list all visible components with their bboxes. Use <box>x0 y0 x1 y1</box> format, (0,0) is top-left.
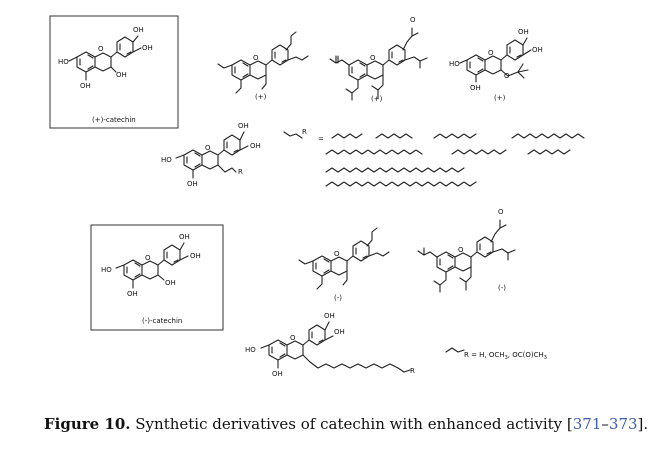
r-label: R <box>238 168 243 176</box>
minus-catechin-box <box>90 224 224 331</box>
oh-label: OH <box>133 26 144 34</box>
plus-label: (+) <box>255 93 267 101</box>
oh-label: OH <box>272 370 283 378</box>
oh-label: OH <box>80 82 91 90</box>
oh-label: OH <box>334 328 345 336</box>
minus-catechin-structure: HO OH O OH OH OH (-)-catechin <box>90 224 224 331</box>
o-label: O <box>370 54 376 62</box>
oh-label: OH <box>187 180 198 188</box>
plus-catechin-box <box>49 15 179 129</box>
minus-label: (-) <box>498 284 506 292</box>
caption-tail: ]. <box>637 415 649 433</box>
r-definition-text: R = H, OCH3, OC(O)CH3 <box>464 351 547 361</box>
r-substituent-chains: R = <box>283 128 585 187</box>
ho-label: HO <box>58 58 69 66</box>
plus-catechin-structure: HO OH O OH OH OH (+)-catechin <box>49 15 179 129</box>
o-label: O <box>498 208 504 216</box>
ref-dash: – <box>601 415 609 433</box>
acetylated-minus-derivative: O O (-) <box>417 208 516 293</box>
equals-label: = <box>318 135 324 143</box>
methylated-minus-derivative: O (-) <box>298 227 390 302</box>
o-label: O <box>458 246 464 254</box>
r-definition: R = H, OCH3, OC(O)CH3 <box>445 347 547 361</box>
oh-label: OH <box>324 312 335 320</box>
plus-catechin-label: (+)-catechin <box>92 116 136 124</box>
o-label: O <box>488 49 494 57</box>
caption-text: Synthetic derivatives of catechin with e… <box>130 415 573 433</box>
methylated-plus-derivative: O (+) <box>217 31 309 101</box>
oh-label: OH <box>470 84 481 92</box>
minus-catechin-label: (-)-catechin <box>142 317 182 325</box>
r-label: R <box>410 367 415 375</box>
o-label: O <box>98 45 104 53</box>
reference-link-end[interactable]: 373 <box>608 415 638 433</box>
plus-label: (+) <box>371 95 383 103</box>
long-chain-ether-derivative: HO OH O OH OH R <box>245 312 415 378</box>
o-label: O <box>145 254 151 262</box>
o-label: O <box>410 16 416 24</box>
oh-label: OH <box>532 46 543 54</box>
oh-label: OH <box>190 252 201 260</box>
o-label: O <box>253 54 259 62</box>
figure-label: Figure 10. <box>44 415 131 433</box>
o-label: O <box>205 144 211 152</box>
oh-label: OH <box>179 233 190 241</box>
o-label: O <box>504 72 510 80</box>
ho-label: HO <box>101 266 112 274</box>
oh-label: OH <box>165 279 176 287</box>
oh-label: OH <box>142 44 153 52</box>
ho-label: HO <box>245 346 256 354</box>
cyclized-plus-derivative: HO OH O O OH OH (+) <box>449 28 543 102</box>
o-label: O <box>290 334 296 342</box>
r-label: R <box>302 128 307 136</box>
alkyl-ether-catechin: HO OH O OH OH R <box>161 122 261 188</box>
o-label: O <box>334 250 340 258</box>
plus-label: (+) <box>494 94 506 102</box>
oh-label: OH <box>518 28 529 36</box>
ho-label: HO <box>161 156 172 164</box>
reference-link-start[interactable]: 371 <box>572 415 602 433</box>
ho-label: HO <box>449 60 460 68</box>
oh-label: OH <box>250 142 261 150</box>
oh-label: OH <box>116 71 127 79</box>
figure-caption: Figure 10. Synthetic derivatives of cate… <box>44 415 664 433</box>
figure-panel: HO OH O OH OH OH (+)-catechin O (+) O O … <box>49 15 585 378</box>
minus-label: (-) <box>334 294 342 302</box>
acetylated-plus-derivative: O O (+) <box>329 16 428 103</box>
oh-label: OH <box>127 290 138 298</box>
oh-label: OH <box>238 122 249 130</box>
